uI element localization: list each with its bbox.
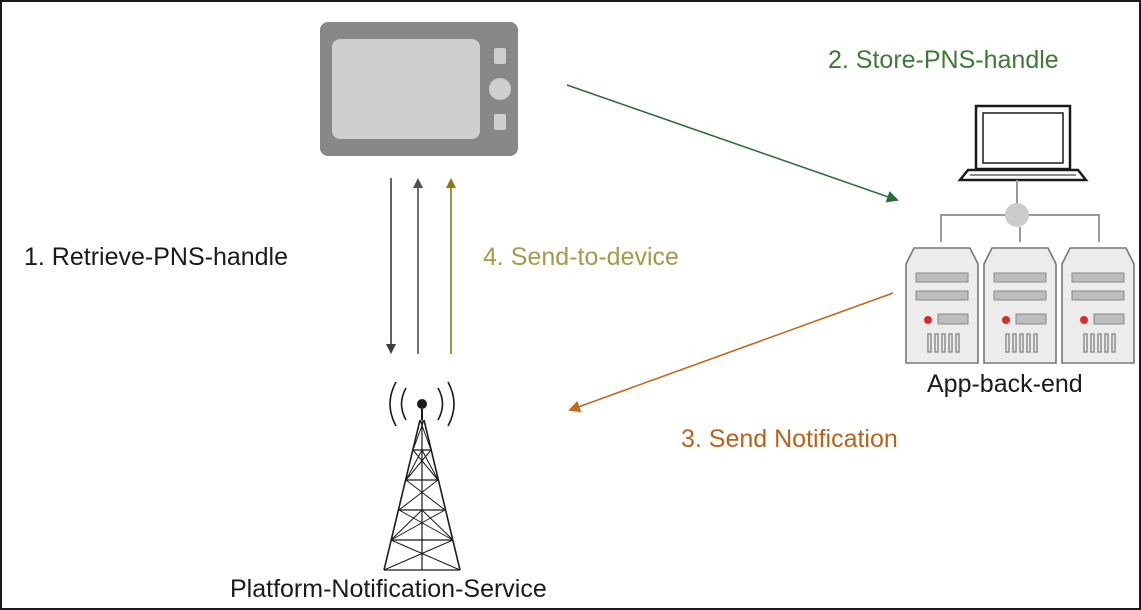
arrow-store-handle <box>566 84 899 203</box>
tablet-device-icon <box>320 22 518 156</box>
arrow-send-notification <box>568 292 894 413</box>
radio-tower-icon <box>383 381 461 571</box>
step-send-to-device-label: 4. Send-to-device <box>483 243 679 271</box>
step-send-notification-label: 3. Send Notification <box>681 425 898 453</box>
step-retrieve-label: 1. Retrieve-PNS-handle <box>24 243 289 271</box>
step-store-label: 2. Store-PNS-handle <box>828 46 1059 74</box>
backend-label: App-back-end <box>927 370 1083 398</box>
network-hub-icon <box>940 180 1100 242</box>
laptop-icon <box>957 104 1089 182</box>
server-rack-icon <box>905 247 1135 364</box>
pns-label: Platform-Notification-Service <box>230 575 547 603</box>
